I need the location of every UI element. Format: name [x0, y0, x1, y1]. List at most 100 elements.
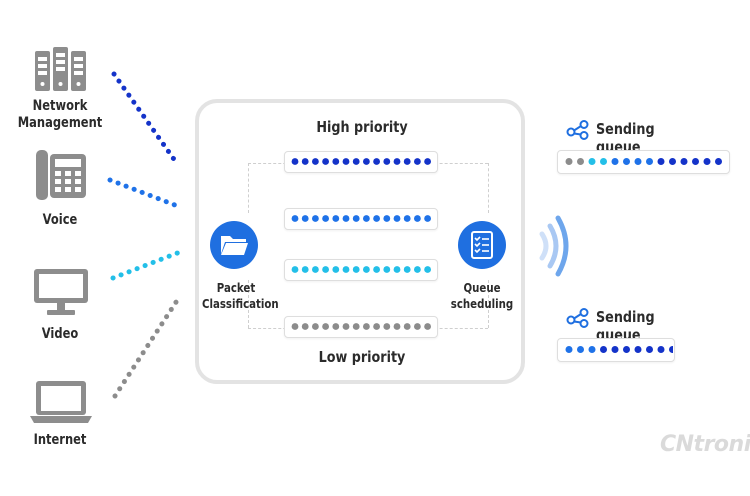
sending-queue-2 — [557, 338, 688, 362]
packet-dot — [363, 323, 370, 330]
packet-dot — [342, 158, 350, 165]
packet-dot — [291, 158, 299, 165]
packet-dot — [600, 346, 607, 353]
checklist-icon — [458, 221, 506, 269]
source-label-voice: Voice — [42, 212, 78, 228]
link-network-management — [111, 71, 181, 168]
packet-dot — [383, 323, 391, 330]
sending-queue-dots-2 — [565, 346, 688, 353]
desk-phone-icon — [34, 150, 88, 205]
link-internet — [112, 293, 183, 399]
packet-dot — [414, 215, 421, 222]
queue-dots-low — [291, 323, 431, 330]
packet-dot — [634, 346, 642, 353]
packet-dot — [646, 346, 653, 353]
source-label-network-management: Network Management — [17, 98, 103, 131]
packet-dot — [403, 323, 411, 330]
packet-dot — [363, 158, 370, 165]
packet-dot — [373, 215, 380, 222]
packet-dot — [363, 215, 370, 222]
packet-dot — [322, 323, 329, 330]
packet-dot — [577, 158, 584, 165]
packet-dot — [393, 323, 401, 330]
packet-dot — [373, 323, 380, 330]
packet-classification-label: Packet Classification — [202, 281, 279, 311]
packet-dot — [373, 266, 380, 273]
packet-dot — [312, 158, 319, 165]
packet-dot — [703, 158, 711, 165]
packet-dot — [342, 323, 350, 330]
packet-dot — [414, 323, 421, 330]
queue-medium-low — [284, 259, 438, 281]
packet-dot — [403, 215, 411, 222]
watermark-logo: CNtronic — [660, 432, 750, 457]
packet-dot — [393, 158, 401, 165]
queue-scheduling-label: Queue scheduling — [450, 281, 514, 311]
dashed-guide-left-top — [248, 163, 249, 213]
link-video — [110, 249, 183, 281]
share-icon — [566, 120, 590, 145]
packet-dot — [301, 158, 309, 165]
packet-dot — [646, 158, 653, 165]
packet-dot — [352, 215, 360, 222]
packet-dot — [657, 346, 665, 353]
packet-dot — [322, 158, 329, 165]
packet-dot — [424, 323, 431, 330]
folder-icon — [210, 221, 258, 269]
packet-dot — [312, 215, 319, 222]
packet-dot — [393, 266, 401, 273]
packet-dot — [611, 158, 619, 165]
queue-low — [284, 316, 438, 338]
packet-dot — [565, 346, 573, 353]
packet-dot — [332, 266, 340, 273]
packet-dot — [312, 266, 319, 273]
packet-dot — [577, 346, 584, 353]
packet-dot — [352, 158, 360, 165]
packet-dot — [669, 346, 676, 353]
sending-queue-dots-1 — [565, 158, 722, 165]
packet-dot — [403, 266, 411, 273]
packet-dot — [424, 158, 431, 165]
packet-dot — [352, 266, 360, 273]
packet-dot — [322, 266, 329, 273]
packet-dot — [393, 215, 401, 222]
packet-dot — [424, 266, 431, 273]
source-label-video: Video — [41, 326, 79, 342]
packet-dot — [669, 158, 676, 165]
dashed-guide-right-top — [488, 163, 489, 213]
packet-dot — [383, 266, 391, 273]
packet-dot — [588, 158, 596, 165]
packet-dot — [588, 346, 596, 353]
laptop-icon — [30, 380, 92, 429]
queue-dots-high — [291, 158, 431, 165]
packet-dot — [565, 158, 573, 165]
packet-dot — [414, 266, 421, 273]
link-voice — [107, 177, 183, 210]
packet-dot — [424, 215, 431, 222]
queue-dots-medium-high — [291, 215, 431, 222]
source-label-internet: Internet — [33, 432, 87, 448]
share-icon — [566, 308, 590, 333]
low-priority-label: Low priority — [318, 348, 406, 366]
packet-dot — [332, 158, 340, 165]
packet-dot — [291, 215, 299, 222]
packet-dot — [291, 266, 299, 273]
packet-dot — [373, 158, 380, 165]
packet-dot — [634, 158, 642, 165]
packet-dot — [332, 323, 340, 330]
packet-dot — [363, 266, 370, 273]
packet-dot — [623, 346, 630, 353]
packet-dot — [301, 266, 309, 273]
packet-dot — [301, 323, 309, 330]
packet-dot — [611, 346, 619, 353]
packet-dot — [414, 158, 421, 165]
server-icon — [33, 47, 89, 98]
packet-dot — [342, 266, 350, 273]
queue-medium-high — [284, 208, 438, 230]
packet-dot — [342, 215, 350, 222]
packet-dot — [692, 158, 699, 165]
queue-high — [284, 151, 438, 173]
sending-queue-1 — [557, 150, 730, 174]
packet-dot — [657, 158, 665, 165]
